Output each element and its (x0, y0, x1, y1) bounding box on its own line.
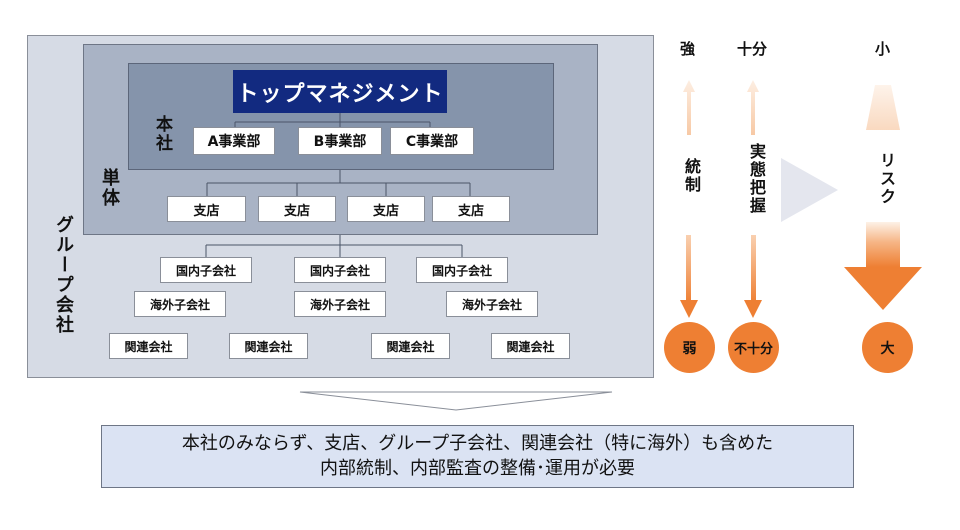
grasp-label: 実態把握 (747, 143, 766, 215)
risk-large-circle: 大 (862, 322, 913, 373)
overseas-subsidiary-box: 海外子会社 (294, 291, 386, 317)
conclusion-box: 本社のみならず、支店、グループ子会社、関連会社（特に海外）も含めた 内部統制、内… (101, 425, 854, 488)
branch-box: 支店 (167, 196, 246, 222)
control-weak-circle: 弱 (664, 322, 715, 373)
risk-small-label: 小 (875, 40, 891, 58)
control-strong-label: 強 (680, 40, 696, 58)
grasp-insufficient-circle: 不十分 (728, 322, 779, 373)
affiliate-box: 関連会社 (229, 333, 308, 359)
branch-box: 支店 (432, 196, 510, 222)
branch-box: 支店 (258, 196, 336, 222)
domestic-subsidiary-box: 国内子会社 (416, 257, 508, 283)
affiliate-box: 関連会社 (491, 333, 570, 359)
affiliate-box: 関連会社 (109, 333, 188, 359)
group-companies-label: グループ会社 (53, 215, 74, 335)
top-management-box: トップマネジメント (233, 70, 447, 113)
conclusion-line-1: 本社のみならず、支店、グループ子会社、関連会社（特に海外）も含めた (181, 433, 774, 455)
conclusion-line-2: 内部統制、内部監査の整備･運用が必要 (320, 457, 635, 479)
single-entity-label: 単体 (99, 168, 120, 208)
branch-box: 支店 (347, 196, 425, 222)
department-box-c: C事業部 (390, 127, 474, 155)
overseas-subsidiary-box: 海外子会社 (134, 291, 226, 317)
domestic-subsidiary-box: 国内子会社 (160, 257, 252, 283)
affiliate-box: 関連会社 (371, 333, 450, 359)
overseas-subsidiary-box: 海外子会社 (446, 291, 538, 317)
department-box-a: A事業部 (193, 127, 275, 155)
department-box-b: B事業部 (298, 127, 382, 155)
headquarters-label: 本社 (152, 115, 172, 153)
grasp-sufficient-label: 十分 (737, 40, 768, 58)
domestic-subsidiary-box: 国内子会社 (294, 257, 386, 283)
risk-label: リスク (877, 152, 896, 206)
control-label: 統制 (682, 158, 701, 194)
